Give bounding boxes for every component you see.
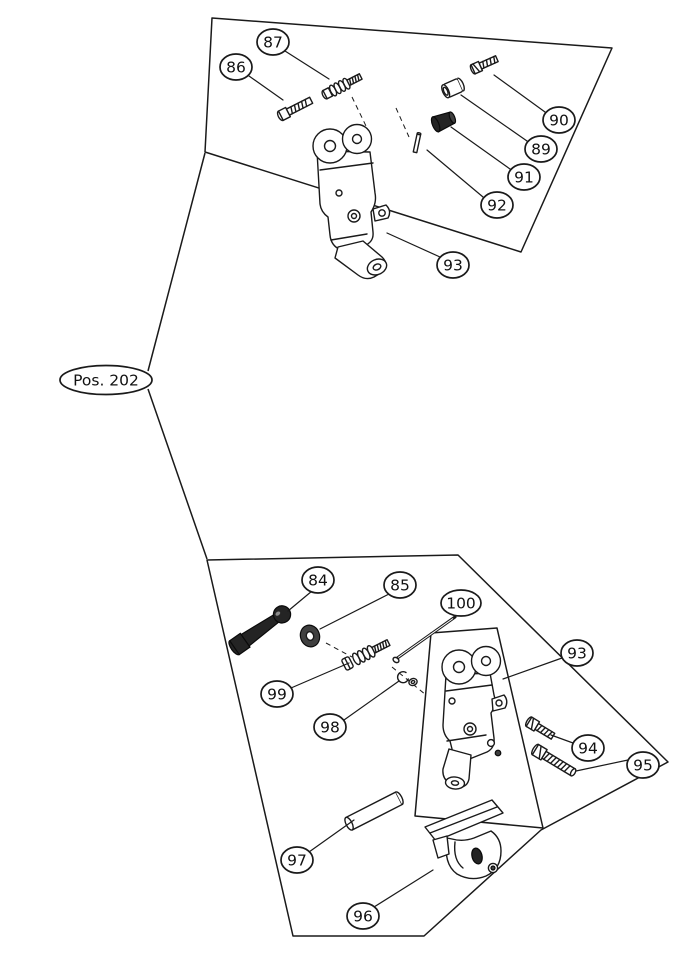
callout-86-label: 86 — [226, 59, 246, 77]
callout-84-label: 84 — [308, 572, 328, 590]
position-label: Pos. 202 — [73, 372, 139, 390]
callout-100: 100 — [440, 589, 482, 617]
top-section-frame — [204, 17, 613, 253]
callout-95-label: 95 — [633, 757, 653, 775]
top-leader-lines — [248, 50, 546, 258]
part-bolt-95 — [531, 743, 577, 777]
callout-93-top-ellipse — [436, 251, 470, 279]
callout-85-label: 85 — [390, 577, 410, 595]
part-bolt-94 — [524, 716, 556, 740]
callout-97: 97 — [280, 846, 314, 874]
callout-92: 92 — [480, 191, 514, 219]
part-sleeve-89 — [441, 77, 465, 99]
callout-97-label: 97 — [287, 852, 307, 870]
callout-100-ellipse — [440, 589, 482, 617]
callout-94-ellipse — [571, 734, 605, 762]
callout-92-label: 92 — [487, 197, 507, 215]
callout-99: 99 — [260, 680, 294, 708]
top-assembly: 87 86 90 89 91 92 93 — [219, 28, 576, 280]
position-callout-ellipse — [59, 364, 153, 396]
callout-93-top: 93 — [436, 251, 470, 279]
callout-87-label: 87 — [263, 34, 283, 52]
callout-90-ellipse — [542, 106, 576, 134]
callout-92-ellipse — [480, 191, 514, 219]
callout-98: 98 — [313, 713, 347, 741]
bottom-section-frame — [206, 554, 669, 937]
callout-93-bottom-ellipse — [560, 639, 594, 667]
callout-96-ellipse — [346, 902, 380, 930]
callout-94-label: 94 — [578, 740, 598, 758]
callout-99-ellipse — [260, 680, 294, 708]
callout-97-ellipse — [280, 846, 314, 874]
callout-98-label: 98 — [320, 719, 340, 737]
callout-93-bottom: 93 — [560, 639, 594, 667]
bottom-leader-lines — [287, 590, 629, 908]
callout-86-ellipse — [219, 53, 253, 81]
callout-93-top-label: 93 — [443, 257, 463, 275]
part-spring-screw-87 — [321, 73, 363, 100]
callout-84: 84 — [301, 566, 335, 594]
callout-89: 89 — [524, 135, 558, 163]
callout-87-ellipse — [256, 28, 290, 56]
callout-85-ellipse — [383, 571, 417, 599]
part-clip-98 — [396, 671, 418, 687]
callout-86: 86 — [219, 53, 253, 81]
part-rod-100 — [392, 615, 457, 664]
position-callout: Pos. 202 — [59, 364, 153, 396]
callout-96-label: 96 — [353, 908, 373, 926]
part-screw-99 — [341, 639, 391, 671]
callout-96: 96 — [346, 902, 380, 930]
pointer-line-top — [147, 152, 206, 372]
part-bracket-93-top — [312, 123, 391, 280]
part-cap-91 — [430, 111, 457, 133]
callout-91: 91 — [507, 163, 541, 191]
callout-87: 87 — [256, 28, 290, 56]
callout-98-ellipse — [313, 713, 347, 741]
callout-93-bottom-label: 93 — [567, 645, 587, 663]
part-pin-97 — [344, 791, 404, 831]
part-handle-84 — [228, 605, 292, 656]
callout-100-label: 100 — [446, 595, 476, 613]
callout-90: 90 — [542, 106, 576, 134]
bottom-inner-frame — [414, 627, 544, 829]
part-screw-86 — [276, 96, 314, 122]
callout-85: 85 — [383, 571, 417, 599]
part-bolt-90 — [469, 55, 499, 75]
callout-94: 94 — [571, 734, 605, 762]
pointer-line-bottom — [147, 388, 208, 560]
part-bracket-93-bottom — [441, 645, 508, 790]
callout-89-label: 89 — [531, 141, 551, 159]
part-washer-85 — [299, 624, 321, 648]
callout-90-label: 90 — [549, 112, 569, 130]
callout-99-label: 99 — [267, 686, 287, 704]
callout-91-ellipse — [507, 163, 541, 191]
callout-84-ellipse — [301, 566, 335, 594]
part-clamp-96 — [424, 799, 504, 880]
callout-89-ellipse — [524, 135, 558, 163]
section-frames — [147, 17, 669, 937]
part-pin-92 — [412, 132, 422, 154]
bottom-assembly: 84 85 100 93 99 98 94 95 — [228, 566, 660, 930]
callout-95: 95 — [626, 751, 660, 779]
callout-91-label: 91 — [514, 169, 534, 187]
callout-95-ellipse — [626, 751, 660, 779]
